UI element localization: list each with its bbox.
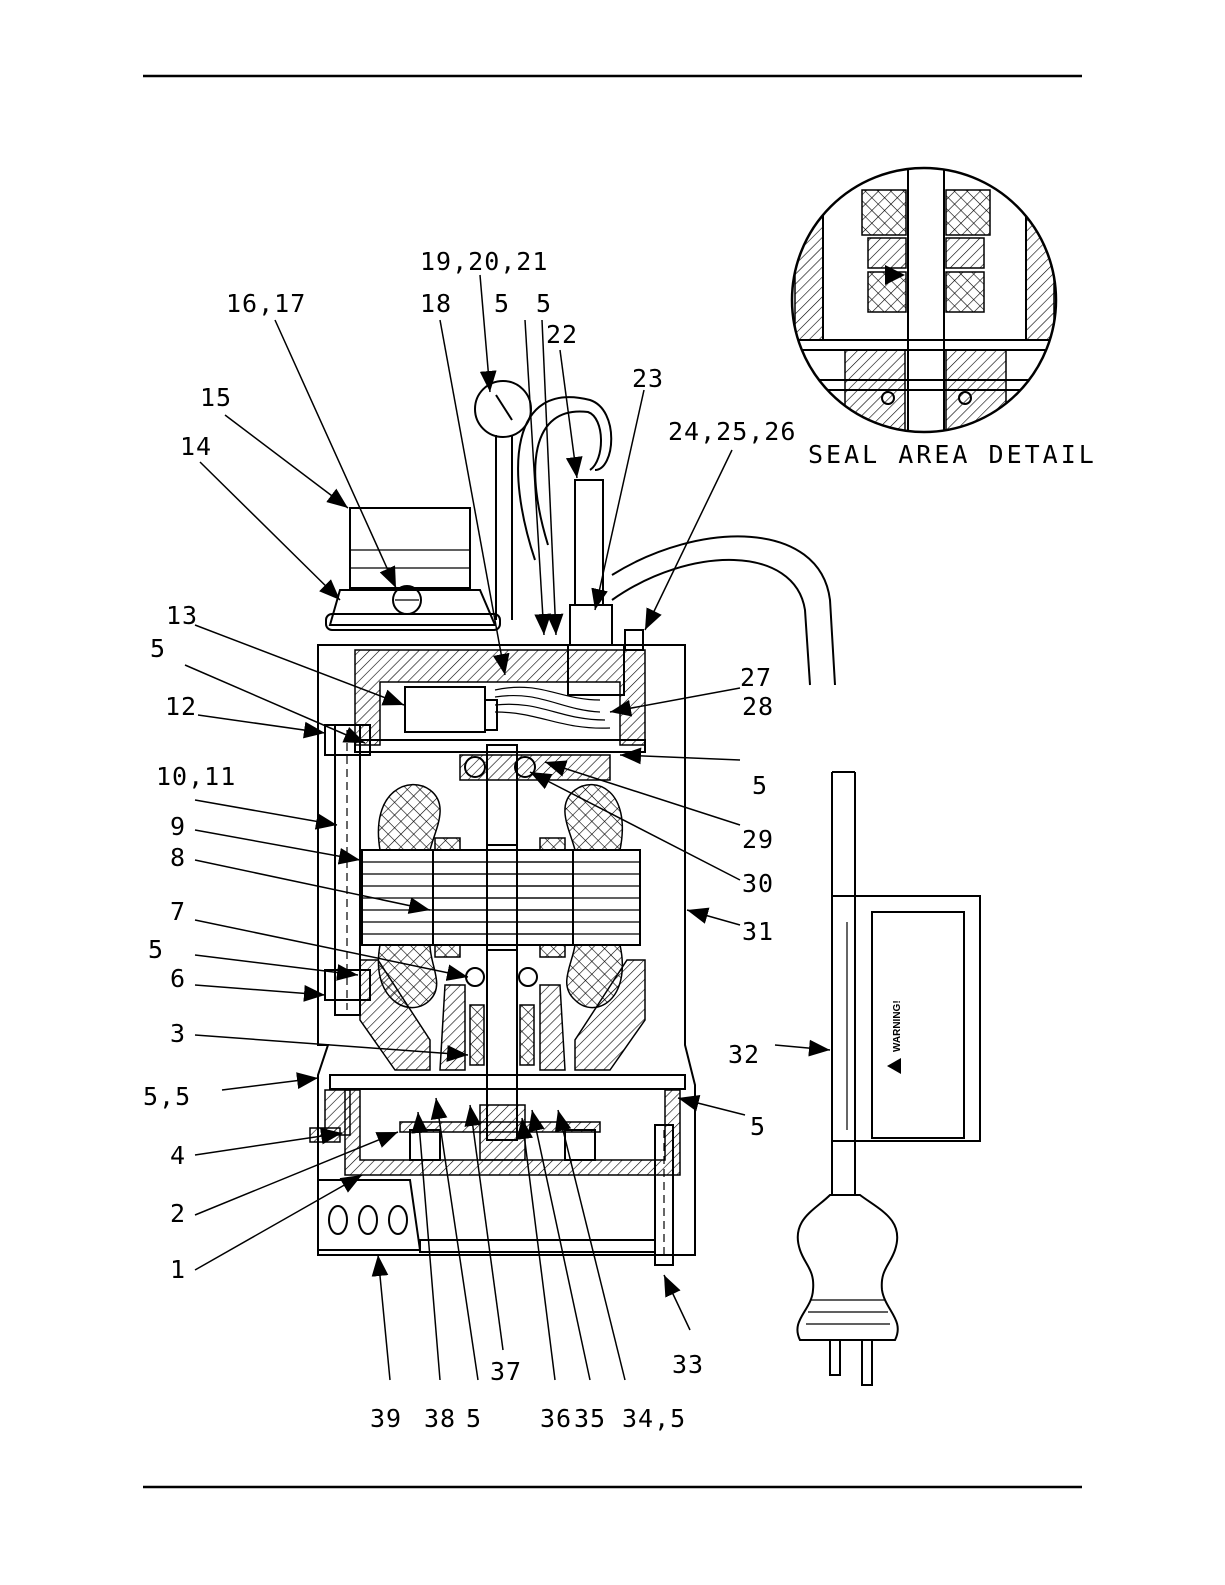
callout-label: 30 <box>742 869 774 898</box>
callout-label: 5 <box>466 1404 482 1433</box>
callout-label: 27 <box>740 663 772 692</box>
callout-label: 15 <box>200 383 232 412</box>
callout-label: 12 <box>165 692 197 721</box>
callout-label: 7 <box>170 897 186 926</box>
warning-tag-label: WARNING! <box>892 1000 903 1052</box>
callout-label: 13 <box>166 601 198 630</box>
callout-label: 38 <box>424 1404 456 1433</box>
callout-label: 6 <box>170 964 186 993</box>
callout-label: 5 <box>536 289 552 318</box>
power-cord-assembly: WARNING! <box>797 772 980 1385</box>
lower-bearing-right <box>519 968 537 986</box>
float-switch <box>475 381 531 437</box>
callout-label: 31 <box>742 917 774 946</box>
callout-label: 16,17 <box>226 289 306 318</box>
callout-label: 24,25,26 <box>668 417 796 446</box>
callout-label: 28 <box>742 692 774 721</box>
callout-label: 10,11 <box>156 762 236 791</box>
callout-label: 35 <box>574 1404 606 1433</box>
callout-label: 3 <box>170 1019 186 1048</box>
handle-block <box>350 508 470 588</box>
callout-label: 9 <box>170 812 186 841</box>
callout-label: 19,20,21 <box>420 247 548 276</box>
callout-label: 4 <box>170 1141 186 1170</box>
capacitor <box>405 687 485 732</box>
plug <box>797 1195 897 1340</box>
callout-label: 8 <box>170 843 186 872</box>
callout-label: 5 <box>148 935 164 964</box>
callout-label: 1 <box>170 1255 186 1284</box>
callout-label: 32 <box>728 1040 760 1069</box>
seal-area-detail: SEAL AREA DETAIL <box>790 160 1097 469</box>
lower-bearing-left <box>466 968 484 986</box>
callout-label: 14 <box>180 432 212 461</box>
callout-label: 5 <box>494 289 510 318</box>
callout-label: 5 <box>750 1112 766 1141</box>
callout-label: 22 <box>546 320 578 349</box>
callout-label: 2 <box>170 1199 186 1228</box>
seal-area-detail-title: SEAL AREA DETAIL <box>808 440 1097 469</box>
callout-label: 29 <box>742 825 774 854</box>
motor-shaft <box>487 745 517 1140</box>
callout-label: 34,5 <box>622 1404 686 1433</box>
callout-label: 5 <box>150 634 166 663</box>
callout-label: 33 <box>672 1350 704 1379</box>
callout-label: 39 <box>370 1404 402 1433</box>
callout-label: 36 <box>540 1404 572 1433</box>
callout-label: 18 <box>420 289 452 318</box>
callout-label: 23 <box>632 364 664 393</box>
callout-label: 5 <box>752 771 768 800</box>
winding-upper-left <box>378 785 440 850</box>
callout-label: 5,5 <box>143 1082 191 1111</box>
callout-label: 37 <box>490 1357 522 1386</box>
